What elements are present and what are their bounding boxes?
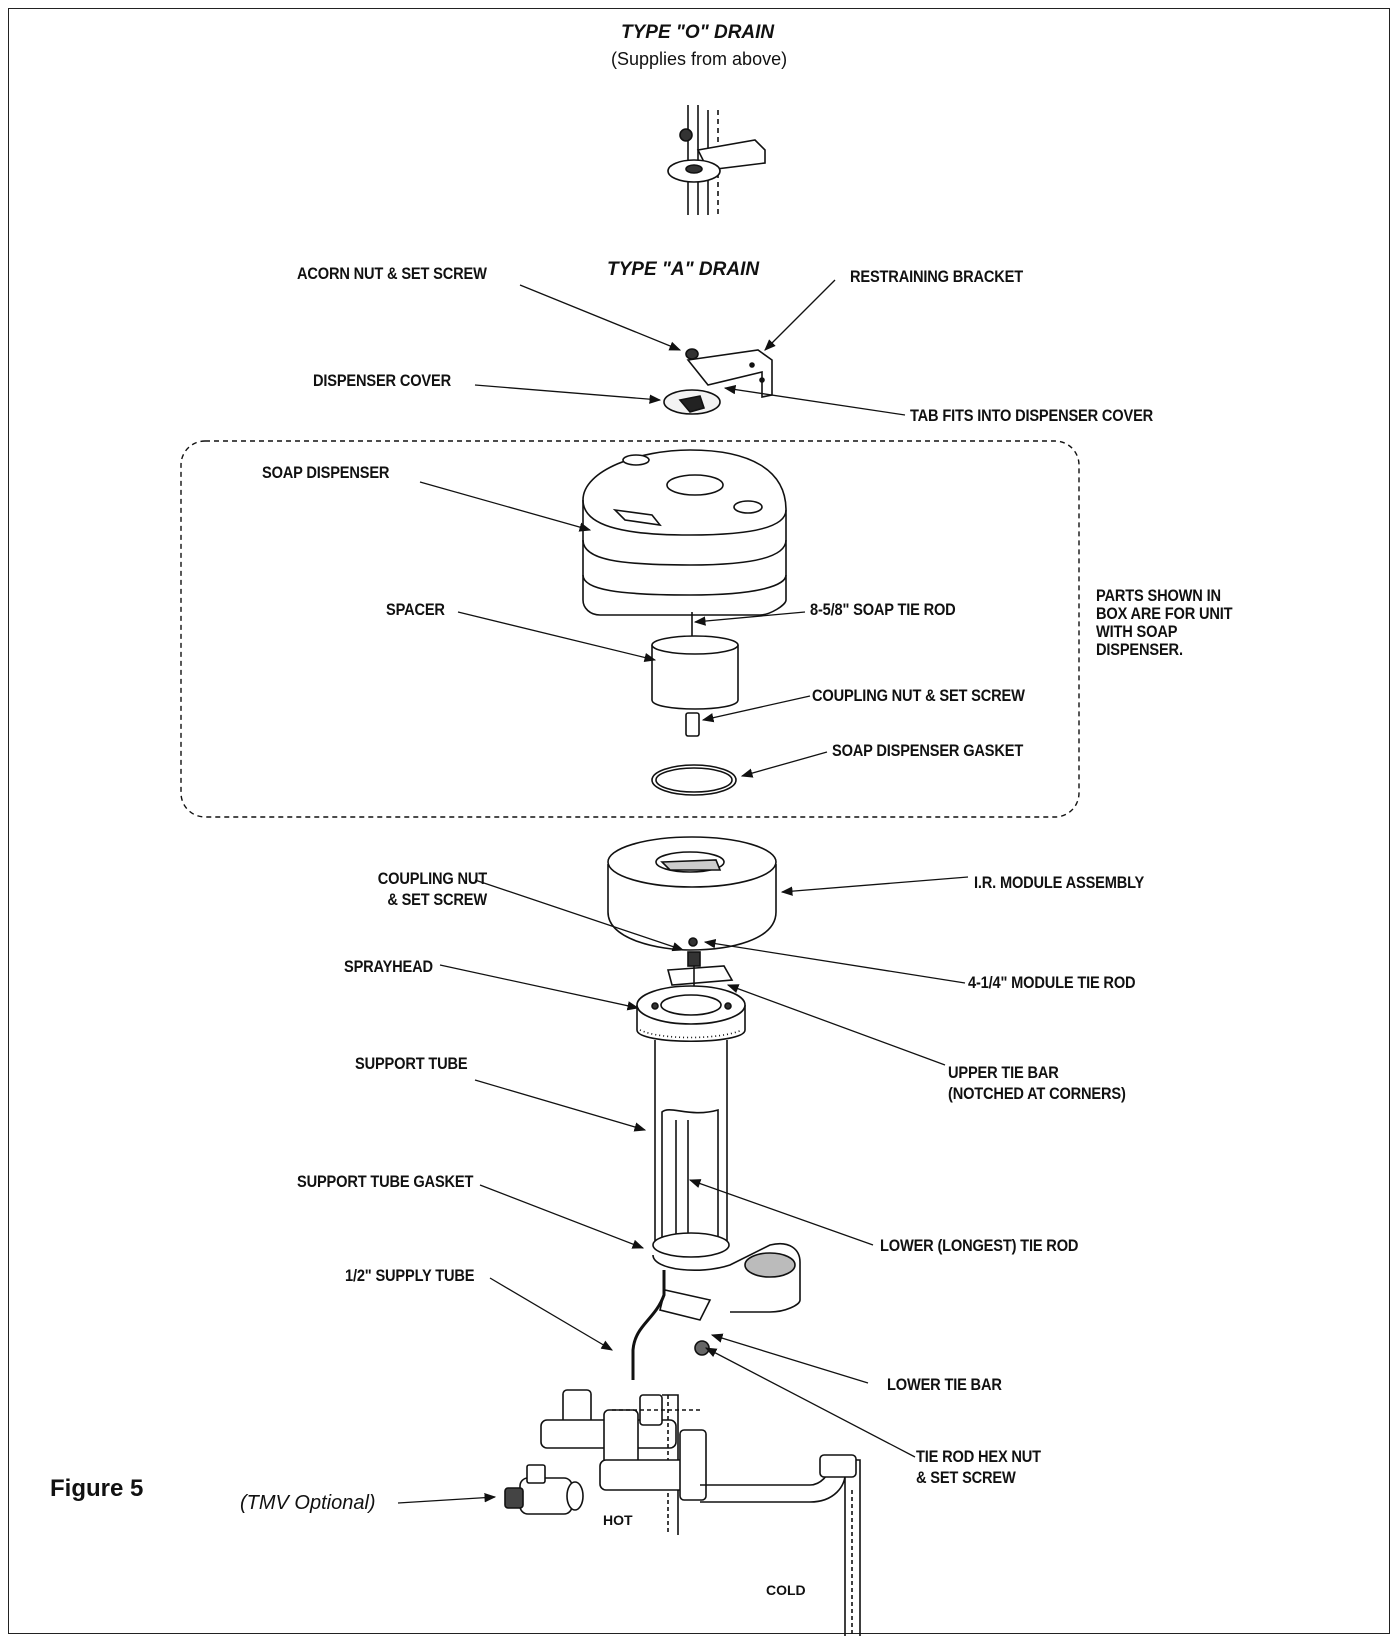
label-soap-dispenser: SOAP DISPENSER xyxy=(262,463,390,482)
label-acorn-nut: ACORN NUT & SET SCREW xyxy=(297,264,487,283)
label-spacer: SPACER xyxy=(386,600,445,619)
soap-option-box xyxy=(180,440,1080,818)
label-hot: HOT xyxy=(603,1512,633,1528)
label-module-tie-rod: 4-1/4" MODULE TIE ROD xyxy=(968,973,1136,992)
label-box-note: PARTS SHOWN IN BOX ARE FOR UNIT WITH SOA… xyxy=(1096,586,1233,659)
figure-label: Figure 5 xyxy=(50,1475,144,1502)
label-tab-fits: TAB FITS INTO DISPENSER COVER xyxy=(910,406,1154,425)
type-o-subtitle: (Supplies from above) xyxy=(611,49,788,69)
valve-piping-illustration xyxy=(504,1389,861,1636)
label-support-tube: SUPPORT TUBE xyxy=(355,1054,468,1073)
label-coupling-nut-upper: COUPLING NUT & SET SCREW xyxy=(812,686,1025,705)
label-cold: COLD xyxy=(766,1582,806,1598)
soap-dispenser-illustration xyxy=(582,449,787,616)
type-o-drain-illustration xyxy=(667,105,766,215)
label-restraining-bracket: RESTRAINING BRACKET xyxy=(850,267,1023,286)
label-hex-nut: TIE ROD HEX NUT & SET SCREW xyxy=(916,1447,1041,1487)
label-sprayhead: SPRAYHEAD xyxy=(344,957,433,976)
label-soap-tie-rod: 8-5/8" SOAP TIE ROD xyxy=(810,600,956,619)
type-a-title: TYPE "A" DRAIN xyxy=(607,259,760,280)
ir-module-illustration xyxy=(607,836,777,967)
diagram-frame xyxy=(8,8,1390,1634)
dispenser-cover-illustration xyxy=(663,348,773,415)
spacer-illustration xyxy=(651,612,739,710)
label-lower-tie-bar: LOWER TIE BAR xyxy=(887,1375,1002,1394)
label-tmv-optional: (TMV Optional) xyxy=(240,1492,376,1514)
label-lower-tie-rod: LOWER (LONGEST) TIE ROD xyxy=(880,1236,1079,1255)
label-coupling-nut-lower: COUPLING NUT & SET SCREW xyxy=(377,869,487,909)
soap-coupling-gasket-illustration xyxy=(651,712,737,796)
support-tube-illustration xyxy=(631,1040,801,1380)
label-soap-gasket: SOAP DISPENSER GASKET xyxy=(832,741,1024,760)
type-o-title: TYPE "O" DRAIN xyxy=(621,22,775,43)
label-dispenser-cover: DISPENSER COVER xyxy=(313,371,451,390)
label-ir-module: I.R. MODULE ASSEMBLY xyxy=(974,873,1145,892)
label-support-tube-gasket: SUPPORT TUBE GASKET xyxy=(297,1172,474,1191)
leader-lines xyxy=(397,279,969,1504)
label-supply-tube: 1/2" SUPPLY TUBE xyxy=(345,1266,475,1285)
sprayhead-illustration xyxy=(636,965,746,1043)
label-upper-tie-bar: UPPER TIE BAR (NOTCHED AT CORNERS) xyxy=(948,1063,1126,1103)
